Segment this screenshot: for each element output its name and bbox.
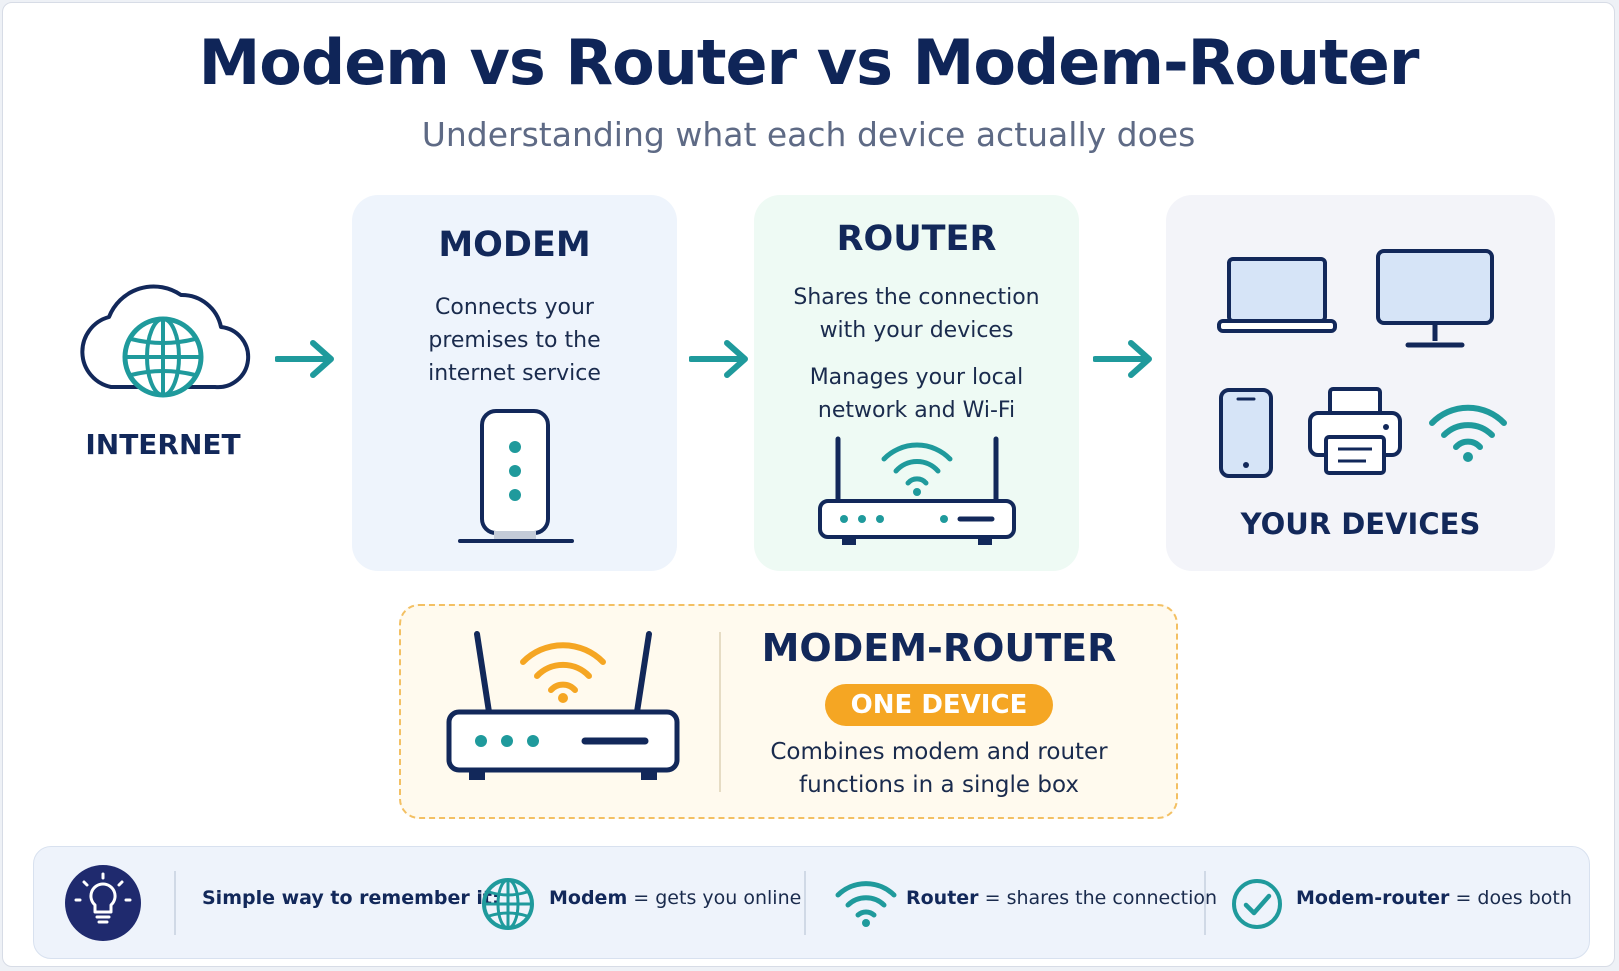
tip-router: Router = shares the connection: [906, 883, 1217, 913]
modem-description-line: premises to the: [428, 328, 601, 353]
modem-heading: MODEM: [438, 225, 591, 265]
printer-icon: [1308, 387, 1402, 475]
modem-description: Connects your premises to the internet s…: [362, 291, 667, 390]
devices-card: YOUR DEVICES: [1166, 195, 1555, 571]
modem-device-icon: [458, 409, 574, 543]
tip-term: Router: [906, 887, 979, 909]
monitor-icon: [1376, 249, 1494, 348]
modem-router-description-line: Combines modem and router: [770, 739, 1108, 765]
devices-label: YOUR DEVICES: [1240, 507, 1481, 541]
modem-router-description: Combines modem and router functions in a…: [739, 736, 1139, 802]
arrow-right-icon: [275, 340, 334, 378]
wifi-icon: [835, 881, 897, 927]
wifi-icon: [1429, 404, 1507, 462]
router-heading: ROUTER: [836, 219, 997, 259]
one-device-badge: ONE DEVICE: [825, 684, 1053, 726]
modem-description-line: internet service: [428, 361, 601, 386]
modem-router-device-icon: [446, 631, 680, 780]
tip-separator: [804, 871, 806, 935]
combo-divider: [719, 632, 721, 792]
router-description-line: network and Wi-Fi: [817, 398, 1016, 423]
tip-meaning: does both: [1477, 887, 1572, 909]
lightbulb-icon: [65, 865, 141, 941]
remember-tip-bar: Simple way to remember it: Modem = gets …: [33, 846, 1590, 959]
tip-separator: [1204, 871, 1206, 935]
globe-icon: [482, 878, 534, 930]
arrow-right-icon: [1093, 340, 1152, 378]
arrow-right-icon: [689, 340, 748, 378]
tip-equals: =: [1449, 887, 1478, 909]
tip-separator: [174, 871, 176, 935]
laptop-icon: [1217, 257, 1337, 333]
page-title: Modem vs Router vs Modem-Router: [198, 26, 1420, 99]
router-description-2: Manages your local network and Wi-Fi: [764, 361, 1069, 427]
internet-label: INTERNET: [85, 428, 241, 461]
modem-router-description-line: functions in a single box: [799, 772, 1079, 798]
tip-term: Modem-router: [1296, 887, 1450, 909]
router-description-line: Shares the connection: [793, 285, 1040, 310]
router-description-line: with your devices: [819, 318, 1014, 343]
tip-term: Modem: [549, 887, 628, 909]
tip-modem-router: Modem-router = does both: [1296, 883, 1572, 913]
router-card: ROUTER Shares the connection with your d…: [754, 195, 1079, 571]
router-description-line: Manages your local: [809, 365, 1024, 390]
tip-equals: =: [978, 887, 1007, 909]
router-description: Shares the connection with your devices: [764, 281, 1069, 347]
modem-description-line: Connects your: [435, 295, 594, 320]
tip-meaning: gets you online: [655, 887, 802, 909]
tip-meaning: shares the connection: [1006, 887, 1218, 909]
tip-modem: Modem = gets you online: [549, 883, 801, 913]
tip-lead: Simple way to remember it:: [202, 887, 500, 909]
check-circle-icon: [1232, 879, 1282, 929]
page-subtitle: Understanding what each device actually …: [421, 115, 1196, 154]
modem-router-heading: MODEM-ROUTER: [761, 626, 1117, 670]
modem-router-card: MODEM-ROUTER ONE DEVICE Combines modem a…: [399, 604, 1178, 819]
tip-equals: =: [627, 887, 656, 909]
phone-icon: [1219, 388, 1273, 478]
modem-card: MODEM Connects your premises to the inte…: [352, 195, 677, 571]
router-device-icon: [818, 436, 1016, 545]
cloud-globe-icon: [80, 284, 251, 398]
